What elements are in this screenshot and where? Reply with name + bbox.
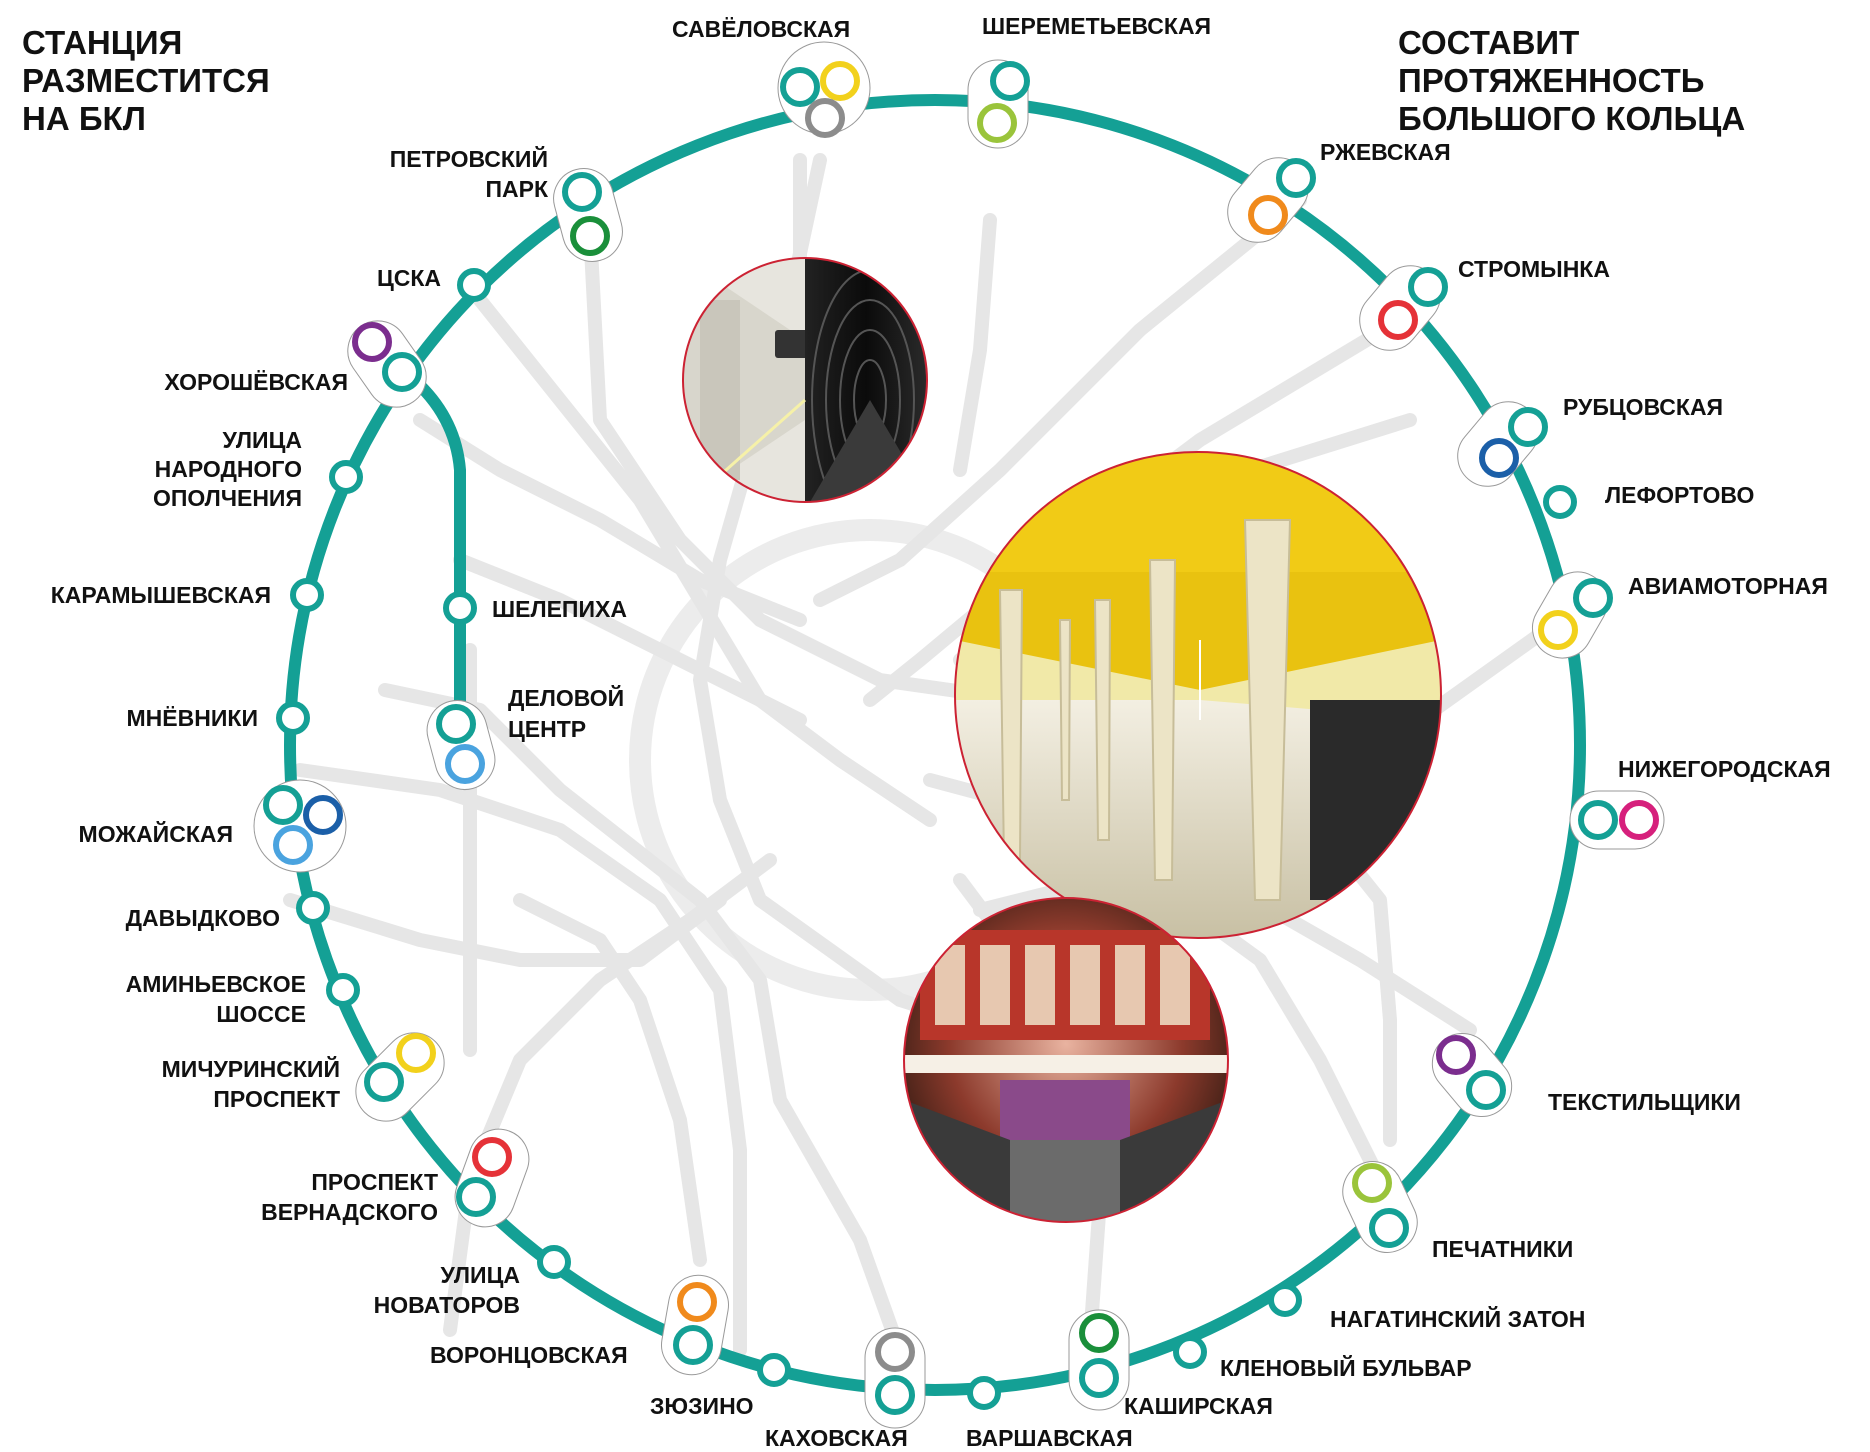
station-mnevniki[interactable] <box>276 701 310 735</box>
station-shelepikha[interactable] <box>443 591 477 625</box>
station-sheremetyevskaya[interactable] <box>967 59 1030 149</box>
station-vorontsovskaya[interactable] <box>657 1271 733 1380</box>
station-aviamotornaya[interactable] <box>1522 561 1619 669</box>
label-stromynka: СТРОМЫНКА <box>1458 256 1610 282</box>
label-kashirskaya: КАШИРСКАЯ <box>1124 1393 1273 1419</box>
right-caption: СОСТАВИТ ПРОТЯЖЕННОСТЬ БОЛЬШОГО КОЛЬЦА <box>1398 24 1870 138</box>
photo-escalator-hall <box>903 897 1229 1223</box>
label-narodnogo-1: УЛИЦА <box>222 427 302 453</box>
label-saviolovskaya: САВЁЛОВСКАЯ <box>672 16 850 42</box>
label-shelepikha: ШЕЛЕПИХА <box>492 596 627 622</box>
label-michurinsky-1: МИЧУРИНСКИЙ <box>162 1055 340 1082</box>
station-pechatniki[interactable] <box>1333 1152 1427 1263</box>
right-caption-line-2: БОЛЬШОГО КОЛЬЦА <box>1398 100 1746 137</box>
left-caption: СТАНЦИЯ РАЗМЕСТИТСЯ НА БКЛ <box>22 24 270 138</box>
label-tekstilshchiki: ТЕКСТИЛЬЩИКИ <box>1548 1089 1741 1115</box>
station-aminyevskoe-shosse[interactable] <box>326 973 360 1007</box>
left-caption-line-3: НА БКЛ <box>22 100 146 137</box>
label-sheremetyevskaya: ШЕРЕМЕТЬЕВСКАЯ <box>982 13 1211 39</box>
station-khoroshevskaya[interactable] <box>336 309 438 419</box>
right-caption-line-1: СОСТАВИТ ПРОТЯЖЕННОСТЬ <box>1398 24 1705 99</box>
station-varshavskaya[interactable] <box>967 1376 1001 1410</box>
label-pechatniki: ПЕЧАТНИКИ <box>1432 1236 1573 1262</box>
label-davydkovo: ДАВЫДКОВО <box>126 905 280 931</box>
station-petrovsky-park[interactable] <box>547 162 629 268</box>
ring-line <box>284 94 1586 1396</box>
stations <box>253 41 1665 1429</box>
station-nizhegorodskaya[interactable] <box>1569 790 1665 850</box>
station-labels: САВЁЛОВСКАЯ ШЕРЕМЕТЬЕВСКАЯ РЖЕВСКАЯ СТРО… <box>51 13 1831 1451</box>
station-lefortovo[interactable] <box>1543 485 1577 519</box>
label-cska: ЦСКА <box>377 265 441 291</box>
label-zyuzino: ЗЮЗИНО <box>650 1393 754 1419</box>
label-michurinsky-2: ПРОСПЕКТ <box>213 1086 340 1112</box>
station-michurinsky-prospekt[interactable] <box>343 1020 456 1133</box>
station-rubtsovskaya[interactable] <box>1445 389 1550 498</box>
left-caption-line-2: РАЗМЕСТИТСЯ <box>22 62 270 99</box>
station-davydkovo[interactable] <box>296 891 330 925</box>
label-vorontsovskaya: ВОРОНЦОВСКАЯ <box>430 1342 628 1368</box>
label-lefortovo: ЛЕФОРТОВО <box>1605 482 1754 508</box>
station-ulitsa-novatorov[interactable] <box>537 1245 571 1279</box>
left-caption-line-1: СТАНЦИЯ <box>22 24 183 61</box>
station-zyuzino[interactable] <box>757 1353 791 1387</box>
label-nizhegorodskaya: НИЖЕГОРОДСКАЯ <box>1618 756 1831 782</box>
label-klenovy-bulvar: КЛЕНОВЫЙ БУЛЬВАР <box>1220 1354 1472 1381</box>
label-nagatinsky-zaton: НАГАТИНСКИЙ ЗАТОН <box>1330 1305 1585 1332</box>
label-prospekt-vernadskogo-2: ВЕРНАДСКОГО <box>261 1199 438 1225</box>
label-prospekt-vernadskogo-1: ПРОСПЕКТ <box>311 1169 438 1195</box>
station-saviolovskaya[interactable] <box>777 41 871 138</box>
label-varshavskaya: ВАРШАВСКАЯ <box>966 1425 1133 1451</box>
label-khoroshevskaya: ХОРОШЁВСКАЯ <box>164 369 348 395</box>
photo-tunnel <box>682 257 928 503</box>
station-cska[interactable] <box>457 268 491 302</box>
label-ulitsa-novatorov-2: НОВАТОРОВ <box>374 1292 520 1318</box>
station-rzhevskaya[interactable] <box>1215 145 1320 254</box>
label-ulitsa-novatorov-1: УЛИЦА <box>440 1262 520 1288</box>
label-petrovsky-2: ПАРК <box>485 176 548 202</box>
station-nagatinsky-zaton[interactable] <box>1268 1283 1302 1317</box>
station-karamyshevskaya[interactable] <box>290 578 324 612</box>
label-petrovsky-1: ПЕТРОВСКИЙ <box>390 145 548 172</box>
station-tekstilshchiki[interactable] <box>1420 1021 1524 1129</box>
label-kakhovskaya: КАХОВСКАЯ <box>765 1425 908 1451</box>
label-karamyshevskaya: КАРАМЫШЕВСКАЯ <box>51 582 271 608</box>
label-aminyevskoe-1: АМИНЬЕВСКОЕ <box>126 971 306 997</box>
station-narodnogo-opolcheniya[interactable] <box>329 460 363 494</box>
label-rzhevskaya: РЖЕВСКАЯ <box>1320 139 1451 165</box>
label-rubtsovskaya: РУБЦОВСКАЯ <box>1563 394 1723 420</box>
label-narodnogo-3: ОПОЛЧЕНИЯ <box>153 485 302 511</box>
label-delovoy-2: ЦЕНТР <box>508 716 586 742</box>
station-kashirskaya[interactable] <box>1068 1309 1130 1411</box>
station-delovoy-tsentr[interactable] <box>420 694 501 796</box>
station-mozhayskaya[interactable] <box>253 779 347 873</box>
label-aminyevskoe-2: ШОССЕ <box>216 1001 306 1027</box>
label-mnevniki: МНЁВНИКИ <box>127 705 258 731</box>
label-mozhayskaya: МОЖАЙСКАЯ <box>79 820 233 847</box>
label-aviamotornaya: АВИАМОТОРНАЯ <box>1628 573 1828 599</box>
station-kakhovskaya[interactable] <box>864 1327 926 1429</box>
photo-yellow-station <box>954 451 1442 939</box>
station-klenovy-bulvar[interactable] <box>1173 1335 1207 1369</box>
label-narodnogo-2: НАРОДНОГО <box>155 456 302 482</box>
label-delovoy-1: ДЕЛОВОЙ <box>508 684 624 711</box>
station-prospekt-vernadskogo[interactable] <box>447 1121 538 1235</box>
station-stromynka[interactable] <box>1347 253 1452 362</box>
